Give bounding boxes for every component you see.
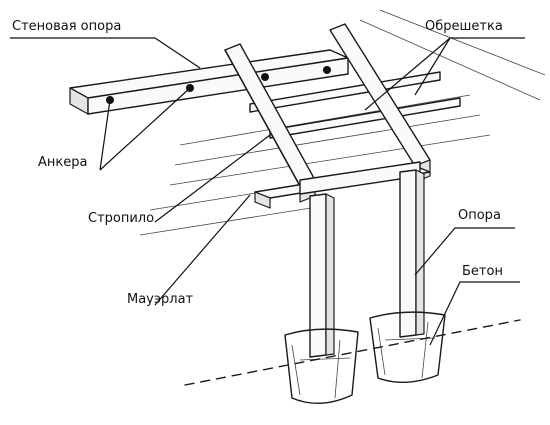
post-right <box>399 169 425 338</box>
concrete-footing-right <box>369 311 446 383</box>
label-concrete: Бетон <box>462 264 503 279</box>
ground-line <box>184 319 521 386</box>
label-post: Опора <box>458 208 501 223</box>
concrete-footing-left <box>284 328 359 404</box>
wall-support-beam <box>69 49 349 115</box>
rafter-right <box>329 23 431 183</box>
label-mauerlat: Мауэрлат <box>127 292 194 307</box>
label-rafter: Стропило <box>88 211 154 226</box>
label-battens: Обрешетка <box>425 19 503 34</box>
roof-sheet-lines <box>139 9 546 236</box>
label-wall-support: Стеновая опора <box>12 19 121 34</box>
mauerlat-beam <box>254 161 431 209</box>
post-left <box>309 193 335 358</box>
leader-lines <box>10 37 525 346</box>
label-anchors: Анкера <box>38 155 87 170</box>
